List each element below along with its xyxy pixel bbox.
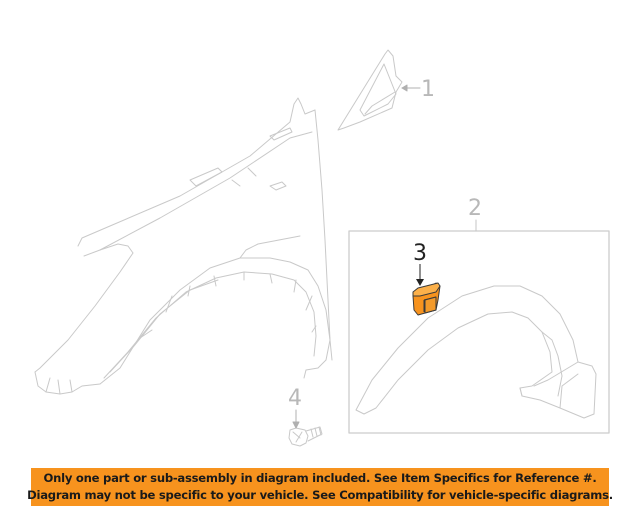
- disclaimer-line-2: Diagram may not be specific to your vehi…: [27, 488, 613, 502]
- callout-3: 3: [413, 241, 427, 266]
- disclaimer-line-1: Only one part or sub-assembly in diagram…: [43, 471, 597, 485]
- part-2-wheel-molding: [355, 285, 597, 419]
- callout-4: 4: [288, 386, 302, 411]
- part-4-screw: [288, 426, 323, 447]
- part-3-molding-clip-highlighted: [412, 282, 441, 316]
- callout-2: 2: [468, 196, 482, 221]
- part-2-group-box: [348, 230, 610, 434]
- disclaimer-banner: Only one part or sub-assembly in diagram…: [27, 468, 613, 506]
- callout-1: 1: [421, 77, 435, 102]
- part-1-triangle-trim: [337, 49, 403, 131]
- fender-illustration: [34, 97, 333, 395]
